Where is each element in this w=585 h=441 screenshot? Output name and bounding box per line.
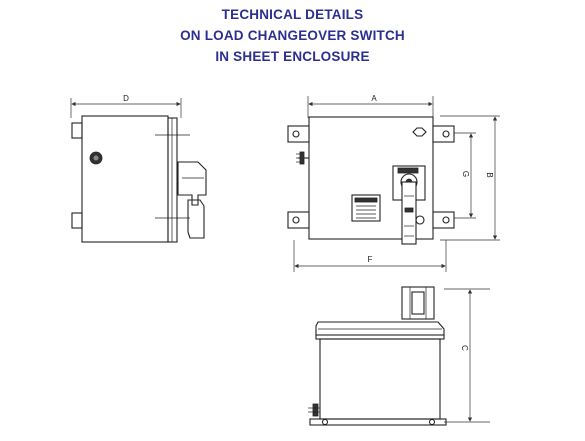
front-enclosure-body xyxy=(308,116,434,240)
dim-a-label: A xyxy=(371,94,377,103)
dim-b-label: B xyxy=(485,172,494,177)
side-lug-bottom xyxy=(71,212,83,229)
front-view: A B G F xyxy=(287,94,500,272)
base-stud-icon xyxy=(308,403,320,417)
dim-g-label: G xyxy=(461,171,470,177)
side-view: D xyxy=(70,94,207,243)
screw-head-bottom-icon xyxy=(415,215,425,225)
dim-d-label: D xyxy=(123,94,129,103)
rotary-handle xyxy=(392,165,426,245)
title-line-1: TECHNICAL DETAILS xyxy=(221,7,364,22)
dim-f-label: F xyxy=(368,255,373,264)
bottom-base xyxy=(309,418,447,426)
bottom-lid xyxy=(315,321,445,336)
side-lug-top xyxy=(71,122,83,139)
side-handle-lower xyxy=(187,199,205,239)
side-door-plate xyxy=(167,117,178,243)
earth-stud-icon xyxy=(296,151,309,165)
title-line-2: ON LOAD CHANGEOVER SWITCH xyxy=(180,28,405,43)
title-line-3: IN SHEET ENCLOSURE xyxy=(215,49,370,64)
side-handle xyxy=(177,161,207,206)
bottom-enclosure-body xyxy=(319,338,441,420)
screw-head-top-icon xyxy=(412,127,427,137)
rating-plate xyxy=(351,194,381,222)
dim-c-label: C xyxy=(460,345,469,351)
title-block: TECHNICAL DETAILS ON LOAD CHANGEOVER SWI… xyxy=(0,4,585,67)
bottom-view: C xyxy=(308,286,490,426)
